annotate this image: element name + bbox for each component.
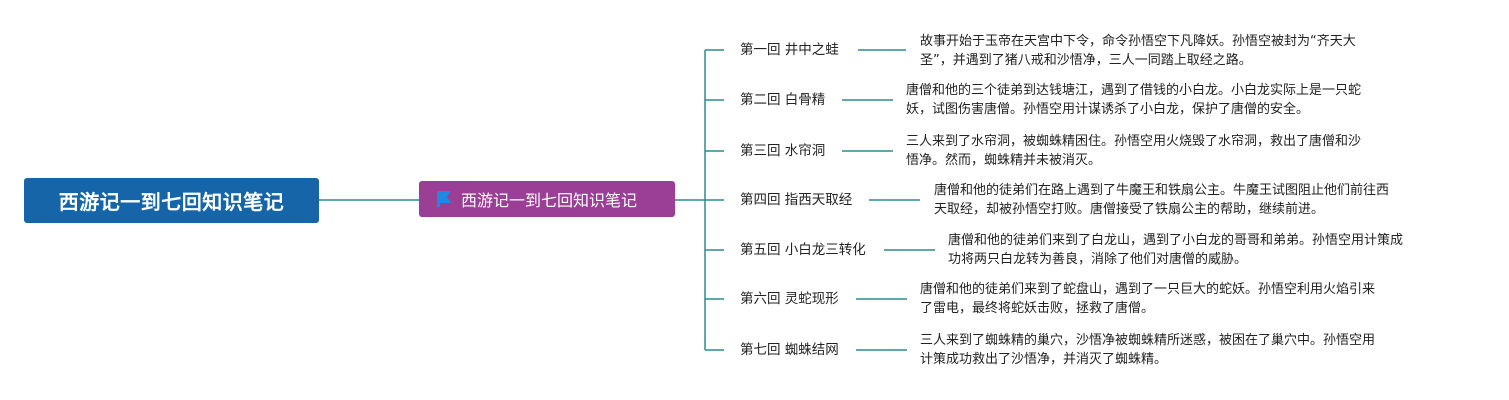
description-line: 唐僧和他的徒弟们来到了白龙山，遇到了小白龙的哥哥和弟弟。孙悟空用计策成 [948,233,1404,248]
description-line: 计策成功救出了沙悟净，并消灭了蜘蛛精。 [920,352,1168,367]
description-line: 天取经，却被孙悟空打败。唐僧接受了铁扇公主的帮助，继续前进。 [934,202,1325,217]
chapter-topic[interactable]: 第一回 井中之蛙 [740,42,839,58]
chapter-topic[interactable]: 第五回 小白龙三转化 [740,242,866,258]
description-line: 了雷电，最终将蛇妖击败，拯救了唐僧。 [920,301,1155,316]
root-topic-label: 西游记一到七回知识笔记 [58,190,285,214]
description-line: 故事开始于玉帝在天宫中下令，命令孙悟空下凡降妖。孙悟空被封为“齐天大 [920,34,1356,49]
description-line: 三人来到了水帘洞，被蜘蛛精困住。孙悟空用火烧毁了水帘洞，救出了唐僧和沙 [906,134,1362,149]
main-subtopic[interactable]: 西游记一到七回知识笔记 [419,181,675,217]
chapter-description[interactable]: 唐僧和他的徒弟们来到了蛇盘山，遇到了一只巨大的蛇妖。孙悟空利用火焰引来了雷电，最… [920,280,1375,318]
chapter-topic[interactable]: 第七回 蜘蛛结网 [740,342,839,358]
description-line: 圣”，并遇到了猪八戒和沙悟净，三人一同踏上取经之路。 [920,53,1252,68]
chapter-description[interactable]: 唐僧和他的三个徒弟到达钱塘江，遇到了借钱的小白龙。小白龙实际上是一只蛇妖，试图伤… [906,81,1361,119]
chapter-description[interactable]: 唐僧和他的徒弟们在路上遇到了牛魔王和铁扇公主。牛魔王试图阻止他们前往西天取经，却… [934,181,1389,219]
flag-icon [435,190,453,208]
description-line: 唐僧和他的徒弟们在路上遇到了牛魔王和铁扇公主。牛魔王试图阻止他们前往西 [934,183,1390,198]
chapter-description[interactable]: 故事开始于玉帝在天宫中下令，命令孙悟空下凡降妖。孙悟空被封为“齐天大圣”，并遇到… [920,32,1356,70]
chapter-description[interactable]: 唐僧和他的徒弟们来到了白龙山，遇到了小白龙的哥哥和弟弟。孙悟空用计策成功将两只白… [948,231,1403,269]
description-line: 妖，试图伤害唐僧。孙悟空用计谋诱杀了小白龙，保护了唐僧的安全。 [906,102,1310,117]
chapter-topic[interactable]: 第四回 指西天取经 [740,192,853,208]
main-subtopic-label: 西游记一到七回知识笔记 [461,191,638,210]
description-line: 唐僧和他的三个徒弟到达钱塘江，遇到了借钱的小白龙。小白龙实际上是一只蛇 [906,83,1362,98]
chapter-topic[interactable]: 第二回 白骨精 [740,92,826,108]
root-topic[interactable]: 西游记一到七回知识笔记 [24,178,319,223]
description-line: 三人来到了蜘蛛精的巢穴，沙悟净被蜘蛛精所迷惑，被困在了巢穴中。孙悟空用 [920,333,1376,348]
description-line: 功将两只白龙转为善良，消除了他们对唐僧的威胁。 [948,252,1248,267]
chapter-description[interactable]: 三人来到了蜘蛛精的巢穴，沙悟净被蜘蛛精所迷惑，被困在了巢穴中。孙悟空用计策成功救… [920,331,1375,369]
description-line: 唐僧和他的徒弟们来到了蛇盘山，遇到了一只巨大的蛇妖。孙悟空利用火焰引来 [920,282,1376,297]
description-line: 悟净。然而，蜘蛛精并未被消灭。 [906,153,1102,168]
chapter-description[interactable]: 三人来到了水帘洞，被蜘蛛精困住。孙悟空用火烧毁了水帘洞，救出了唐僧和沙悟净。然而… [906,132,1361,170]
chapter-topic[interactable]: 第六回 灵蛇现形 [740,291,839,307]
chapter-topic[interactable]: 第三回 水帘洞 [740,143,826,159]
